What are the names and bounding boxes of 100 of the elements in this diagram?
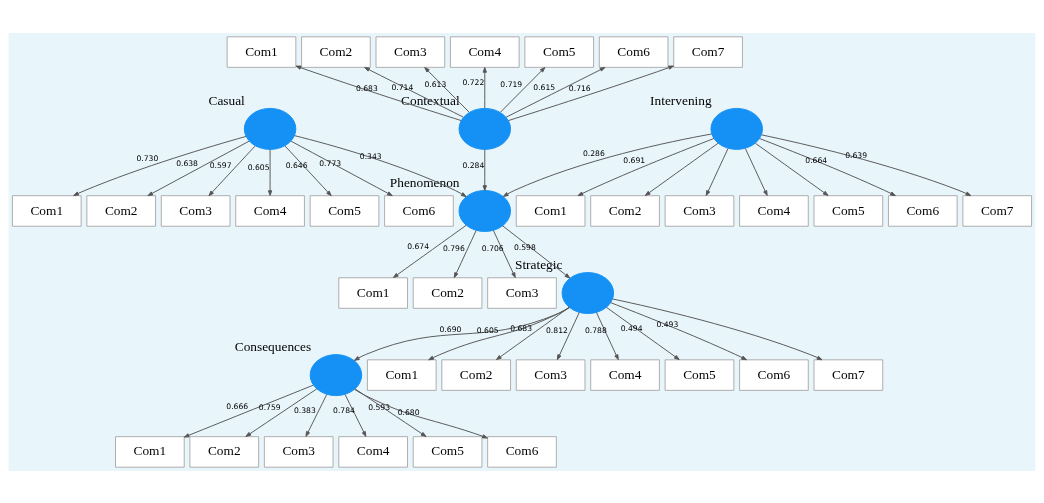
node-box: Com1 [115,435,185,468]
arrow [754,142,829,196]
edge-label: 0.343 [359,151,382,161]
edge-label: 0.812 [546,325,568,335]
arrow [344,393,367,437]
arrow [267,148,273,196]
node-box: Com5 [412,435,483,468]
edge-label: 0.639 [845,150,868,160]
edge-label: 0.666 [226,401,249,411]
arrow [453,229,477,278]
edge-label: 0.683 [510,323,533,333]
edge-label: 0.691 [623,155,646,165]
edge-label: 0.796 [442,243,465,253]
arrow [294,134,467,197]
edge-label: 0.593 [368,402,391,412]
edge-label: 0.706 [481,243,504,253]
edge-label: 0.784 [333,405,355,415]
node-circle [243,107,297,150]
edge-label: 0.674 [407,241,430,251]
arrow [290,140,393,196]
arrow [761,133,972,196]
arrow [705,147,729,196]
edge-label: 0.773 [319,158,342,168]
arrow [353,306,570,361]
arrow [577,137,715,196]
node-box: Com1 [226,35,297,68]
edge-label: 0.284 [462,160,485,170]
edge-label: 0.759 [258,402,281,412]
node-box: Com4 [235,194,305,227]
edge-label: 0.664 [805,155,828,165]
edge-label: 0.597 [209,160,232,170]
arrow [556,311,580,360]
node-box: Com5 [664,358,735,391]
arrow [183,384,314,438]
node-label: Intervening [650,92,712,108]
node-box: Com3 [375,35,446,68]
edge-label: 0.286 [582,148,605,158]
arrow [759,137,896,196]
edge-label: 0.383 [294,405,316,415]
arrow [295,65,462,121]
node-label: Consequences [234,338,312,354]
node-circle [710,107,763,150]
node-box: Com3 [515,358,586,391]
node-box: Com6 [739,358,809,391]
node-label: Strategic [514,256,563,272]
arrow [644,142,719,196]
node-box: Com4 [590,358,660,391]
node-box: Com6 [598,35,669,68]
arrow [495,306,570,360]
node-box: Com3 [487,276,557,309]
arrow [606,306,680,360]
node-box: Com4 [739,194,809,227]
node-box: Com6 [487,435,557,468]
arrow [502,224,571,278]
arrow [147,140,250,196]
edge-label: 0.719 [500,79,523,89]
edge-label: 0.598 [513,242,536,252]
node-box: Com2 [189,435,260,468]
arrow [610,301,747,360]
arrow [505,66,606,118]
node-box: Com1 [11,194,82,227]
arrow [502,133,712,197]
edge-label: 0.605 [476,325,499,335]
node-box: Com2 [86,194,157,227]
node-box: Com5 [524,35,595,68]
node-box: Com6 [384,194,454,227]
arrow [744,147,768,196]
arrow [482,148,487,191]
node-box: Com3 [263,435,334,468]
node-label: Casual [208,92,245,108]
node-box: Com1 [515,194,586,227]
node-box: Com4 [449,35,520,68]
arrow [612,298,823,360]
edge-label: 0.493 [656,319,679,329]
node-box: Com7 [962,194,1033,227]
arrow [499,66,546,113]
edge-label: 0.605 [247,162,270,172]
edge-label: 0.716 [568,83,591,93]
arrow [284,145,332,196]
node-box: Com3 [160,194,231,227]
node-box: Com3 [664,194,735,227]
node-box: Com1 [366,358,437,391]
arrow [245,387,318,437]
node-box: Com4 [338,435,408,468]
node-circle [458,107,512,150]
arrow [208,145,256,196]
node-box: Com7 [673,35,743,68]
edge-label: 0.722 [462,77,485,87]
edge-label: 0.646 [285,160,308,170]
edge-label: 0.788 [584,325,607,335]
node-box: Com2 [412,276,483,309]
arrow [492,229,516,278]
arrow [73,135,247,196]
node-label: Phenomenon [389,174,460,190]
edge-label: 0.683 [355,83,378,93]
node-box: Com2 [590,194,660,227]
edge-label: 0.494 [620,323,643,333]
node-box: Com2 [301,35,371,68]
edge-label: 0.690 [439,324,462,334]
arrow [596,311,619,360]
